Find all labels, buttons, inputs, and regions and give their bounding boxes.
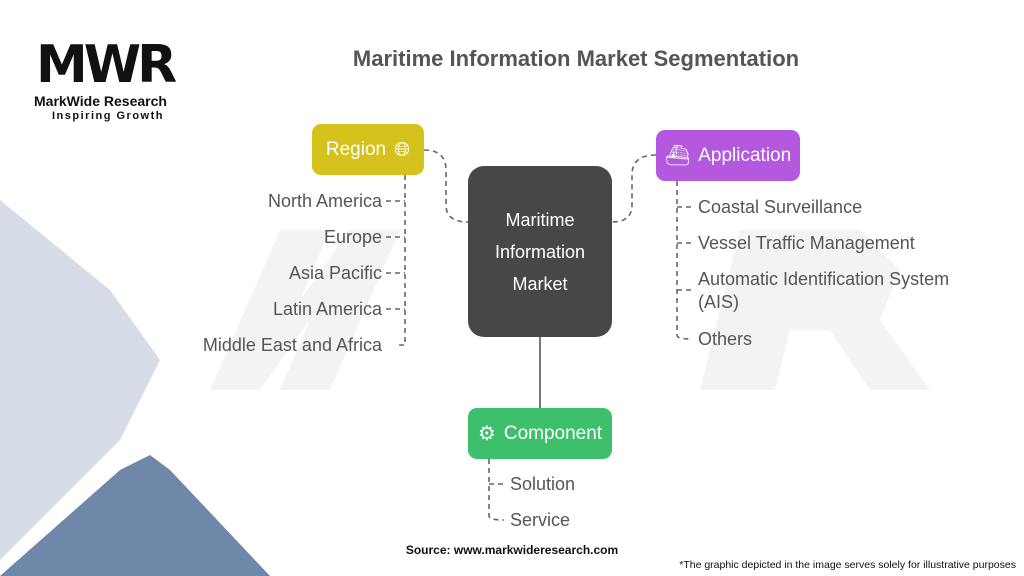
logo: MWR (36, 35, 177, 95)
connectors (386, 149, 694, 521)
bg-shape-light (0, 200, 160, 560)
disclaimer-text: *The graphic depicted in the image serve… (679, 559, 1016, 571)
bg-shape-dark (0, 455, 270, 576)
center-line: Maritime (505, 209, 575, 230)
application-item: Vessel Traffic Management (698, 233, 915, 253)
region-item: Middle East and Africa (202, 335, 382, 355)
region-item: North America (267, 191, 382, 211)
brand-tagline: Inspiring Growth (52, 110, 164, 122)
globe-icon: 🌐︎ (394, 138, 411, 161)
center-node: Maritime Information Market (468, 166, 612, 337)
component-icon: ⚙︎ (477, 422, 496, 445)
application-item: Automatic Identification System (698, 269, 950, 289)
region-item: Europe (323, 227, 382, 247)
region-item: Asia Pacific (288, 263, 382, 283)
ship-radar-icon: ⛴︎ (664, 144, 691, 167)
application-item: (AIS) (698, 292, 740, 312)
component-item: Solution (510, 474, 576, 494)
source-text: Source: www.markwideresearch.com (405, 543, 619, 557)
application-item: Others (698, 329, 753, 349)
component-node: ⚙︎ Component (468, 408, 612, 459)
center-line: Market (512, 273, 568, 294)
brand-name: MarkWide Research (34, 93, 167, 109)
application-node: ⛴︎ Application (656, 130, 800, 181)
application-item: Coastal Surveillance (698, 197, 863, 217)
component-label: Component (503, 422, 603, 444)
component-item: Service (510, 510, 571, 530)
watermark-shape (210, 230, 930, 390)
center-line: Information (494, 241, 586, 262)
page-title: Maritime Information Market Segmentation (352, 46, 800, 71)
region-label: Region (325, 138, 387, 160)
application-label: Application (698, 144, 792, 166)
region-item: Latin America (272, 299, 382, 319)
region-node: Region 🌐︎ (312, 124, 424, 175)
